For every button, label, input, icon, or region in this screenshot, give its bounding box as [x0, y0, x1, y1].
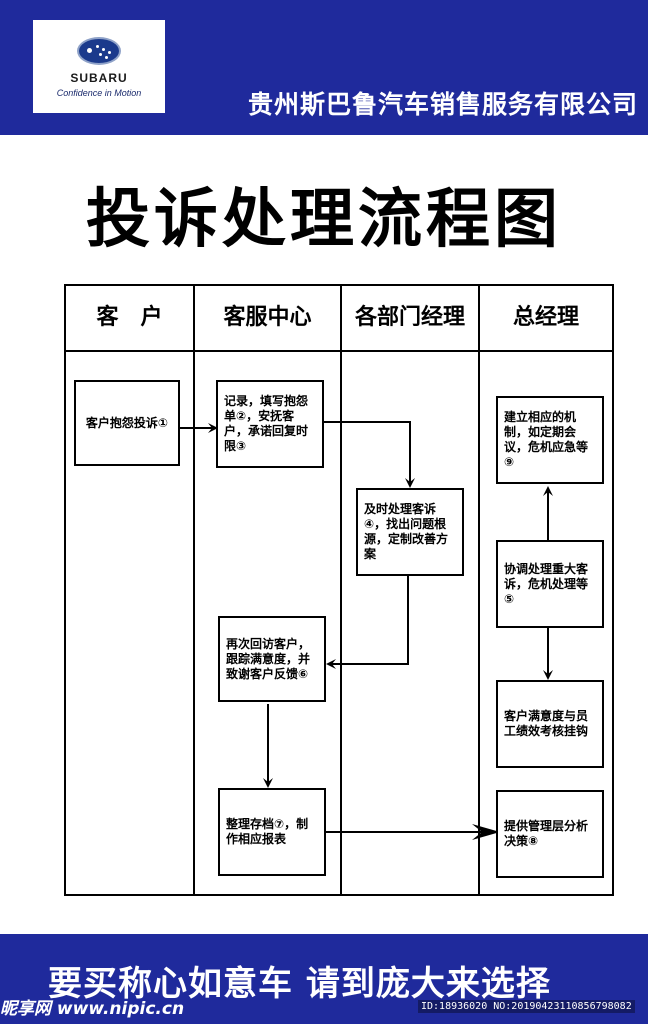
node-5: 协调处理重大客诉，危机处理等⑤ — [496, 540, 604, 628]
footer-bar — [0, 934, 648, 1024]
company-name: 贵州斯巴鲁汽车销售服务有限公司 — [248, 90, 639, 119]
subaru-logo: SUBARU Confidence in Motion — [33, 20, 165, 113]
node-2: 记录，填写抱怨单②，安抚客户，承诺回复时限③ — [216, 380, 324, 468]
node-6: 再次回访客户，跟踪满意度，并致谢客户反馈⑥ — [218, 616, 326, 702]
node-4: 及时处理客诉④，找出问题根源，定制改善方案 — [356, 488, 464, 576]
arrow-4-to-6 — [326, 574, 409, 669]
watermark-site: 昵享网 www.nipic.cn — [0, 999, 185, 1019]
node-10: 客户满意度与员工绩效考核挂钩 — [496, 680, 604, 768]
logo-brand-text: SUBARU — [70, 71, 128, 85]
column-header-department-managers: 各部门经理 — [354, 305, 465, 330]
node-7: 整理存档⑦，制作相应报表 — [218, 788, 326, 876]
footer-slogan: 要买称心如意车 请到庞大来选择 — [48, 964, 551, 1004]
logo-tagline: Confidence in Motion — [56, 88, 142, 98]
column-header-customer: 客 户 — [96, 305, 163, 330]
header-divider — [66, 350, 612, 352]
watermark-id: ID:18936020 NO:20190423110856798082 — [418, 1000, 635, 1013]
flowchart: 客 户 客服中心 各部门经理 总经理 客户抱怨投诉① 记录，填写抱怨单②，安抚客… — [64, 284, 614, 896]
header-bar: SUBARU Confidence in Motion 贵州斯巴鲁汽车销售服务有… — [0, 0, 648, 135]
node-8: 提供管理层分析决策⑧ — [496, 790, 604, 878]
column-header-service-center: 客服中心 — [223, 305, 312, 330]
lane-divider — [340, 286, 342, 894]
lane-divider — [193, 286, 195, 894]
page-title: 投诉处理流程图 — [86, 183, 562, 257]
arrow-2-to-4 — [322, 421, 415, 488]
subaru-emblem-icon — [77, 37, 121, 65]
node-1: 客户抱怨投诉① — [74, 380, 180, 466]
lane-divider — [478, 286, 480, 894]
column-header-general-manager: 总经理 — [512, 305, 579, 330]
node-9: 建立相应的机制，如定期会议，危机应急等⑨ — [496, 396, 604, 484]
flow-arrows — [180, 421, 553, 840]
